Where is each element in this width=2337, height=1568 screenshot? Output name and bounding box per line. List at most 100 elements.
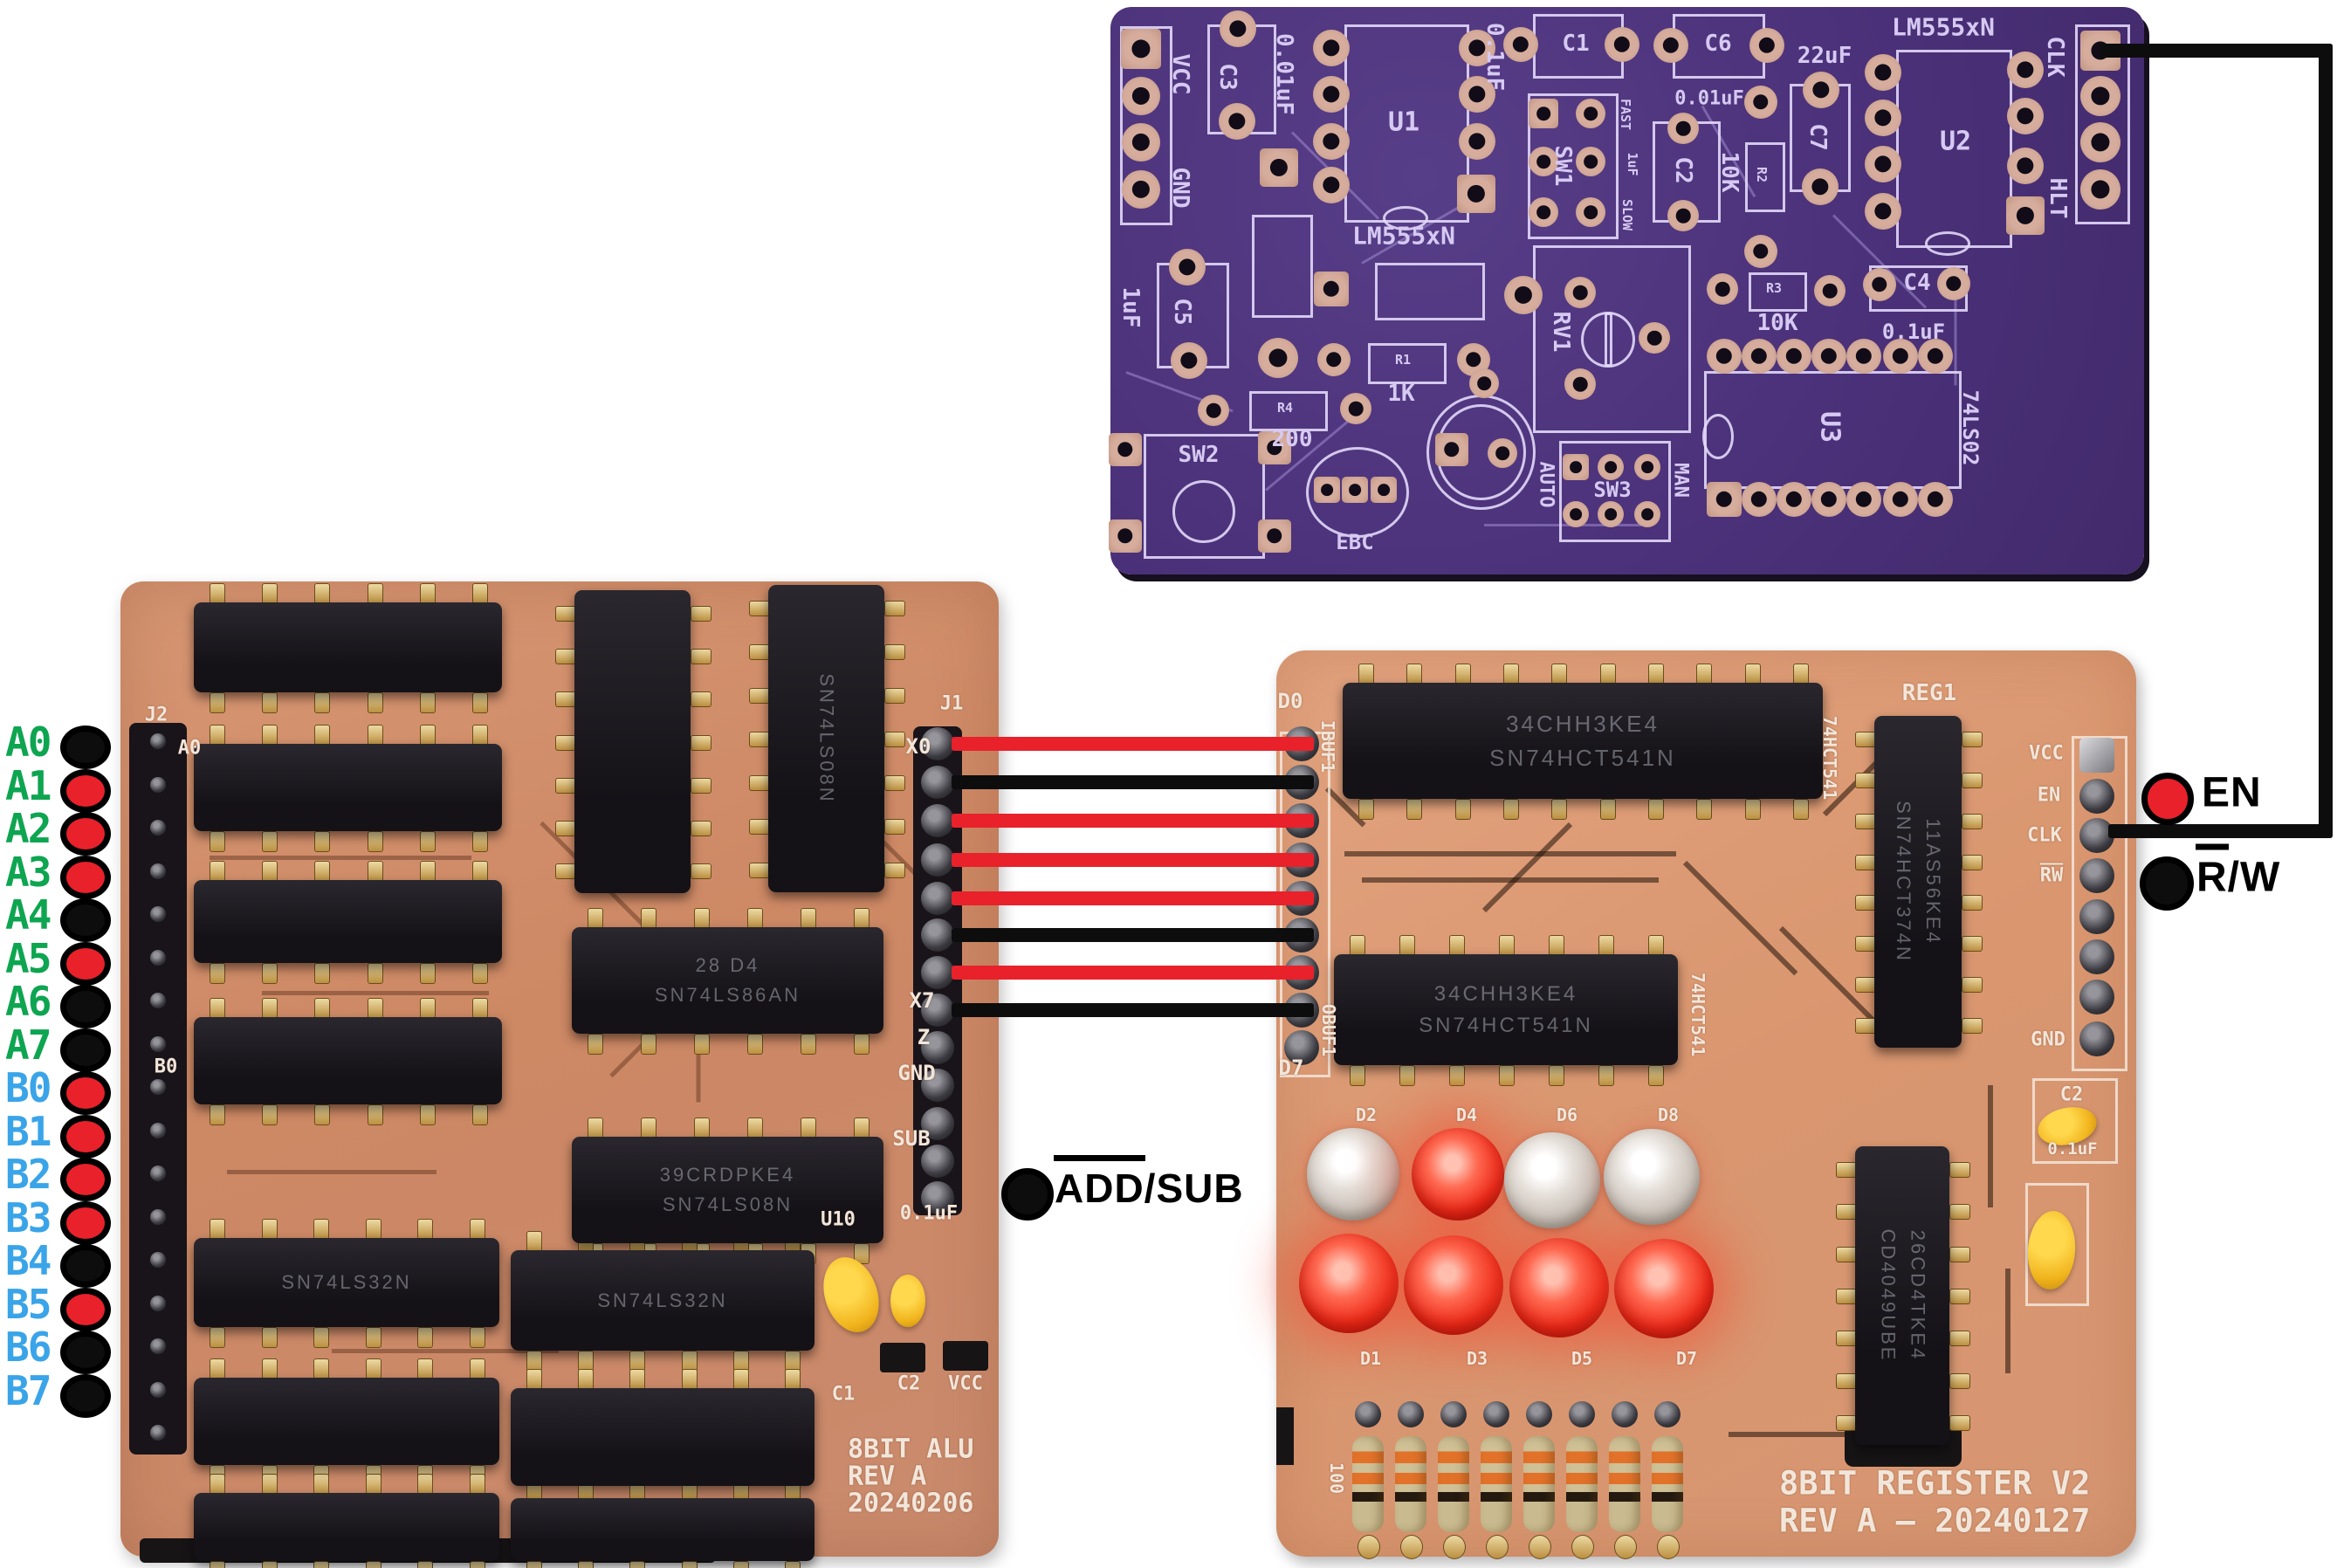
ic-pin [367, 725, 383, 746]
ic-marking: SN74LS32N [281, 1271, 411, 1294]
ic-pin [785, 1369, 801, 1390]
silkscreen-label: C2 [897, 1372, 921, 1395]
resistor-lead [1529, 1535, 1551, 1559]
ic-pin [629, 1369, 646, 1390]
ic-pin [1499, 935, 1515, 956]
ic-pin [365, 1474, 381, 1495]
ic-pin [641, 908, 656, 929]
ic-pin [1358, 664, 1374, 684]
ic-pin [555, 820, 576, 836]
ic-pin [691, 734, 711, 751]
silkscreen-label: D7 [1675, 1348, 1698, 1369]
solder-pad [1219, 103, 1255, 140]
ic-pin [555, 863, 576, 879]
pcb-trace [262, 991, 489, 995]
header-pin [150, 733, 166, 749]
solder-pad [2080, 169, 2120, 210]
silkscreen-label: VCC [948, 1372, 983, 1395]
ic-marking: SN74LS32N [597, 1289, 727, 1312]
ic-pin [313, 1358, 330, 1379]
ic-chip: SN74LS08N [768, 585, 884, 892]
ic-pin [472, 1104, 488, 1125]
ic-pin [210, 1104, 225, 1125]
solder-pad [1198, 395, 1229, 426]
silkscreen-label: VCC [1167, 53, 1193, 95]
ic-pin [367, 692, 383, 713]
solder-pad [1469, 368, 1499, 398]
ic-chip [194, 1493, 499, 1561]
ic-pin [210, 1474, 225, 1495]
footprint-outline [1368, 343, 1447, 384]
solder-pad [1777, 339, 1811, 374]
header-pin [150, 1122, 166, 1138]
ic-pin [210, 692, 225, 713]
ic-pin [1855, 977, 1876, 994]
ic-pin [261, 1474, 278, 1495]
solder-pad [1314, 272, 1349, 306]
ic-pin [1599, 664, 1616, 684]
silkscreen-label: A0 [177, 737, 202, 760]
ic-marking-line: SN74HCT541N [1489, 744, 1676, 771]
ic-pin [1836, 1372, 1857, 1389]
silkscreen-label: U2 [1939, 126, 1972, 157]
silkscreen-label: 22uF [1797, 43, 1852, 69]
solder-pad [1220, 10, 1256, 47]
bus-label-b0: B0 [5, 1064, 52, 1112]
silkscreen-label: C6 [1704, 31, 1732, 57]
header-pin [150, 776, 166, 793]
solder-pad [1529, 197, 1558, 227]
ic-pin [694, 1118, 710, 1138]
ic-pin [801, 1034, 816, 1055]
solder-pad [1122, 170, 1160, 209]
ic-pin [1449, 1065, 1465, 1086]
solder-pad [1435, 433, 1468, 466]
ic-pin [262, 831, 278, 852]
ic-chip [574, 590, 691, 893]
silkscreen-label: CLK [2042, 36, 2068, 78]
signal-dot [60, 1200, 111, 1245]
silkscreen-label: C2 [2059, 1083, 2084, 1106]
footprint-outline [1249, 391, 1328, 431]
ic-pin [1949, 1289, 1970, 1304]
ic-pin [262, 583, 278, 604]
ic-pin [747, 1118, 763, 1138]
resistor [1438, 1436, 1469, 1532]
ic-pin [314, 1104, 331, 1125]
solder-pad [1653, 28, 1688, 63]
ic-pin [419, 1104, 436, 1125]
header-pin [921, 956, 954, 989]
resistor-lead [1443, 1535, 1466, 1559]
rw-dot [2140, 856, 2194, 911]
ic-pin [367, 583, 383, 604]
ic-pin [732, 1369, 749, 1390]
ic-marking-line: SN74HCT541N [1419, 1013, 1593, 1037]
silkscreen-label: C4 [1903, 270, 1931, 296]
ic-pin [314, 998, 331, 1019]
ic-pin [210, 861, 225, 882]
ic-pin [262, 725, 278, 746]
ic-pin [1599, 799, 1616, 820]
ic-pin [365, 1327, 381, 1348]
ic-pin [884, 863, 905, 878]
silkscreen-label: GND [897, 1061, 936, 1085]
silkscreen-label: X7 [909, 988, 935, 1013]
solder-pad [1639, 322, 1670, 354]
solder-pad [1563, 454, 1589, 480]
ic-pin [1855, 732, 1876, 747]
silkscreen-label: C2 [1670, 156, 1696, 184]
resistor-lead [1612, 1401, 1638, 1427]
signal-dot [60, 726, 111, 769]
ic-pin [367, 998, 383, 1019]
header-pin [150, 1295, 166, 1311]
silkscreen-label: D7 [1278, 1056, 1304, 1080]
led-d3 [1404, 1235, 1503, 1335]
en-label: EN [2202, 769, 2262, 816]
resistor-lead [1526, 1401, 1552, 1427]
board-title-line: 20240206 [848, 1488, 974, 1519]
solder-pad [1883, 482, 1918, 517]
ic-pin [1793, 664, 1809, 684]
header-pin [921, 804, 954, 837]
resistor-lead [1569, 1401, 1595, 1427]
ic-pin [314, 861, 331, 882]
